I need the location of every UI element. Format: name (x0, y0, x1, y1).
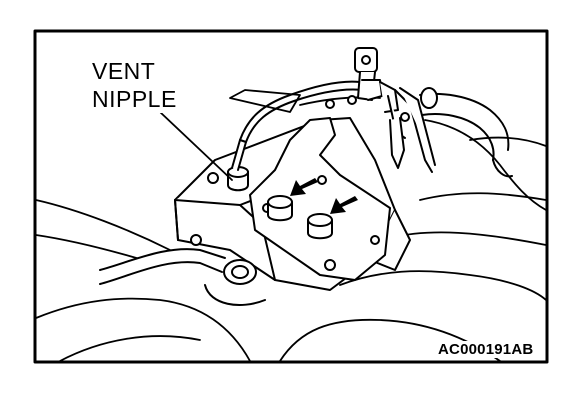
pistons (267, 195, 333, 240)
arrow-left-down-icon (330, 196, 358, 214)
lower-pipe (99, 248, 266, 306)
hose (419, 87, 513, 178)
clip-assembly (347, 47, 436, 173)
callout-label-line1: VENT (92, 57, 156, 85)
bracket-plate (249, 117, 391, 281)
callout-label-line2: NIPPLE (92, 85, 177, 113)
engine-background-contours (35, 89, 547, 362)
figure-code-label: AC000191AB (436, 341, 536, 358)
vinyl-tube (239, 80, 363, 143)
callout-leader (159, 111, 233, 181)
vent-nipple (227, 139, 249, 192)
arrow-left-down-icon (290, 178, 318, 196)
